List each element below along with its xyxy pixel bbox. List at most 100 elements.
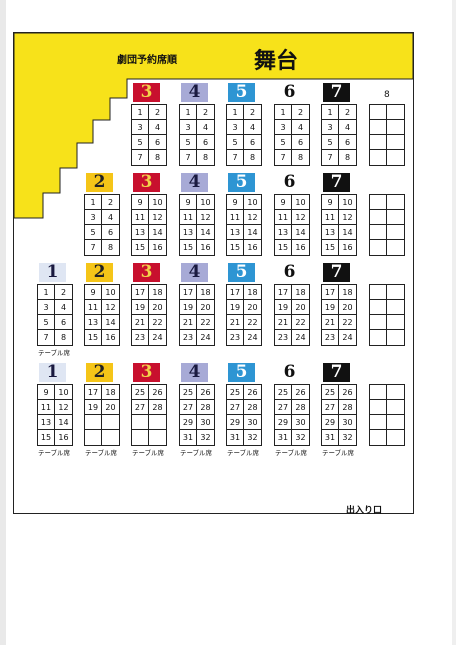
- seat[interactable]: 9: [180, 195, 197, 210]
- seat[interactable]: 4: [197, 120, 214, 135]
- seat[interactable]: 6: [292, 135, 309, 150]
- seat[interactable]: 14: [197, 225, 214, 240]
- seat[interactable]: 30: [339, 415, 356, 430]
- seat[interactable]: 11: [85, 300, 102, 315]
- seat[interactable]: 11: [132, 210, 149, 225]
- seat[interactable]: 24: [152, 333, 163, 342]
- seat[interactable]: 17: [180, 285, 197, 300]
- seat[interactable]: 19: [180, 300, 197, 315]
- seat[interactable]: 17: [322, 285, 339, 300]
- seat[interactable]: 2: [244, 105, 261, 120]
- seat[interactable]: 12: [244, 210, 261, 225]
- seat[interactable]: 2: [292, 105, 309, 120]
- seat[interactable]: 16: [152, 243, 163, 252]
- seat[interactable]: 25: [180, 385, 197, 400]
- seat[interactable]: 26: [149, 385, 166, 400]
- seat[interactable]: 28: [149, 400, 166, 415]
- seat[interactable]: 2: [102, 195, 119, 210]
- seat[interactable]: 12: [339, 210, 356, 225]
- seat[interactable]: [387, 135, 404, 150]
- seat[interactable]: [370, 240, 387, 255]
- seat[interactable]: 6: [244, 135, 261, 150]
- seat[interactable]: 22: [244, 315, 261, 330]
- seat[interactable]: 13: [180, 225, 197, 240]
- seat[interactable]: 8: [344, 153, 351, 162]
- seat[interactable]: 28: [197, 400, 214, 415]
- seat[interactable]: 4: [55, 300, 72, 315]
- seat[interactable]: 15: [85, 330, 102, 345]
- seat[interactable]: 20: [244, 300, 261, 315]
- seat[interactable]: [387, 330, 404, 345]
- seat[interactable]: 10: [339, 195, 356, 210]
- seat[interactable]: 22: [339, 315, 356, 330]
- seat[interactable]: [387, 430, 404, 445]
- seat[interactable]: 30: [244, 415, 261, 430]
- seat[interactable]: 5: [322, 135, 339, 150]
- seat[interactable]: 1: [275, 105, 292, 120]
- seat[interactable]: 17: [85, 385, 102, 400]
- seat[interactable]: 26: [292, 385, 309, 400]
- seat[interactable]: 18: [102, 385, 119, 400]
- seat[interactable]: 16: [58, 433, 69, 442]
- seat[interactable]: 3: [180, 120, 197, 135]
- seat[interactable]: 24: [295, 333, 306, 342]
- seat[interactable]: 17: [275, 285, 292, 300]
- seat[interactable]: 29: [180, 415, 197, 430]
- seat[interactable]: 5: [227, 135, 244, 150]
- seat[interactable]: 27: [180, 400, 197, 415]
- seat[interactable]: 3: [85, 210, 102, 225]
- seat[interactable]: 24: [200, 333, 211, 342]
- seat[interactable]: [387, 415, 404, 430]
- seat[interactable]: 18: [244, 285, 261, 300]
- seat[interactable]: 9: [227, 195, 244, 210]
- seat[interactable]: 24: [342, 333, 353, 342]
- seat[interactable]: [370, 415, 387, 430]
- seat[interactable]: 2: [149, 105, 166, 120]
- seat[interactable]: [132, 415, 149, 430]
- seat[interactable]: 5: [275, 135, 292, 150]
- seat[interactable]: 7: [132, 150, 149, 165]
- seat[interactable]: 3: [38, 300, 55, 315]
- seat[interactable]: 4: [292, 120, 309, 135]
- seat[interactable]: 22: [149, 315, 166, 330]
- seat[interactable]: 13: [132, 225, 149, 240]
- seat[interactable]: [387, 105, 404, 120]
- seat[interactable]: 3: [132, 120, 149, 135]
- seat[interactable]: [370, 285, 387, 300]
- seat[interactable]: [370, 315, 387, 330]
- seat[interactable]: 12: [292, 210, 309, 225]
- seat[interactable]: 2: [339, 105, 356, 120]
- seat[interactable]: [102, 430, 119, 445]
- seat[interactable]: 18: [149, 285, 166, 300]
- seat[interactable]: 23: [180, 330, 197, 345]
- seat[interactable]: 13: [227, 225, 244, 240]
- seat[interactable]: 27: [322, 400, 339, 415]
- seat[interactable]: 7: [85, 240, 102, 255]
- seat[interactable]: 25: [227, 385, 244, 400]
- seat[interactable]: 14: [55, 415, 72, 430]
- seat[interactable]: 8: [107, 243, 114, 252]
- seat[interactable]: 21: [180, 315, 197, 330]
- seat[interactable]: [387, 120, 404, 135]
- seat[interactable]: [387, 150, 404, 165]
- seat[interactable]: 13: [85, 315, 102, 330]
- seat[interactable]: [370, 135, 387, 150]
- seat[interactable]: 11: [38, 400, 55, 415]
- seat[interactable]: 9: [132, 195, 149, 210]
- seat[interactable]: 3: [322, 120, 339, 135]
- seat[interactable]: 10: [149, 195, 166, 210]
- seat[interactable]: 10: [55, 385, 72, 400]
- seat[interactable]: 19: [322, 300, 339, 315]
- seat[interactable]: [370, 430, 387, 445]
- seat[interactable]: 10: [244, 195, 261, 210]
- seat[interactable]: 20: [102, 400, 119, 415]
- seat[interactable]: 14: [339, 225, 356, 240]
- seat[interactable]: 10: [197, 195, 214, 210]
- seat[interactable]: [387, 315, 404, 330]
- seat[interactable]: 9: [38, 385, 55, 400]
- seat[interactable]: 5: [180, 135, 197, 150]
- seat[interactable]: 26: [197, 385, 214, 400]
- seat[interactable]: 15: [180, 240, 197, 255]
- seat[interactable]: 4: [244, 120, 261, 135]
- seat[interactable]: 6: [197, 135, 214, 150]
